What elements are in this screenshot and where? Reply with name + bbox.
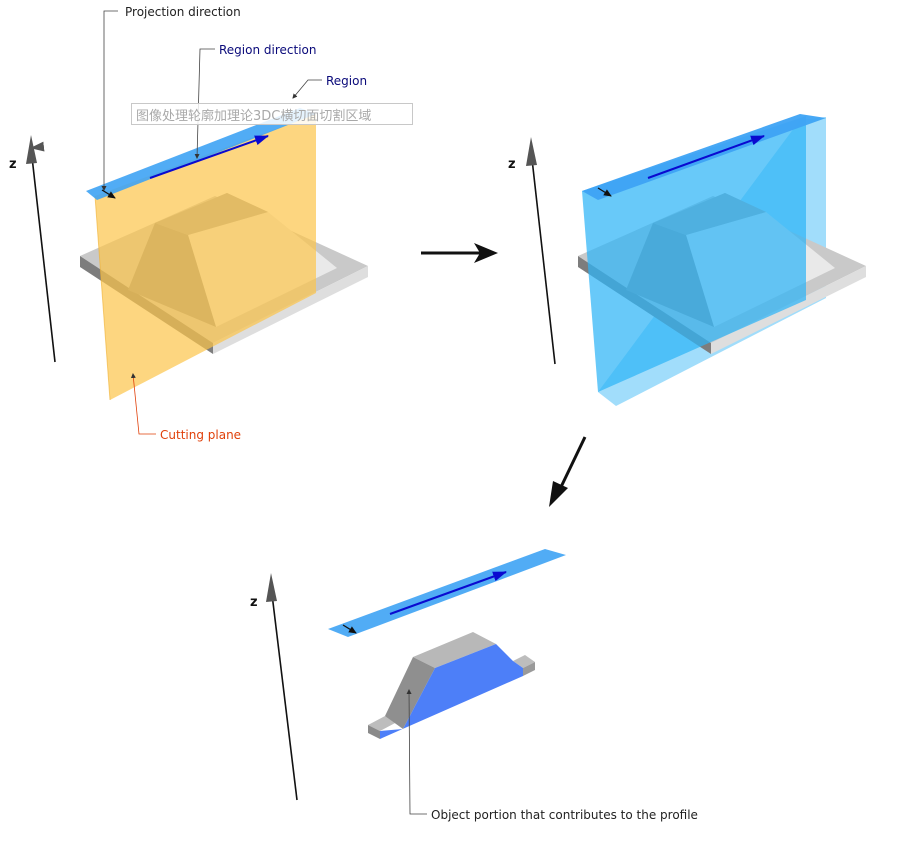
panel-original: z Projection direction Region direction … <box>9 5 368 442</box>
z-axis-line-3 <box>271 586 297 800</box>
transition-arrow-right <box>421 243 498 263</box>
object-profile-slice <box>368 632 535 739</box>
label-cutting-plane: Cutting plane <box>160 428 241 442</box>
watermark-text: 图像处理轮廓加理论3DC横切面切割区域 <box>136 105 371 124</box>
z-axis-label-3: z <box>250 595 258 610</box>
z-axis-line-2 <box>531 150 555 364</box>
label-region-direction: Region direction <box>219 43 316 57</box>
panel-cut-region: z <box>508 114 866 406</box>
z-axis-arrowhead-3 <box>266 573 277 602</box>
z-axis-line <box>31 148 55 362</box>
region-direction-arrow-3 <box>390 572 506 614</box>
z-axis-arrowhead <box>26 135 37 164</box>
z-axis-label-2: z <box>508 157 516 172</box>
panel-profile-portion: z Object portion that contributes to the… <box>250 549 698 822</box>
label-region: Region <box>326 74 367 88</box>
label-projection-direction: Projection direction <box>125 5 241 19</box>
z-axis-label: z <box>9 157 17 172</box>
z-axis-arrowhead-2 <box>526 137 537 166</box>
leader-projection-direction <box>104 11 118 190</box>
transition-arrow-down <box>549 437 585 507</box>
label-object-portion: Object portion that contributes to the p… <box>431 808 698 822</box>
leader-region <box>293 80 322 98</box>
